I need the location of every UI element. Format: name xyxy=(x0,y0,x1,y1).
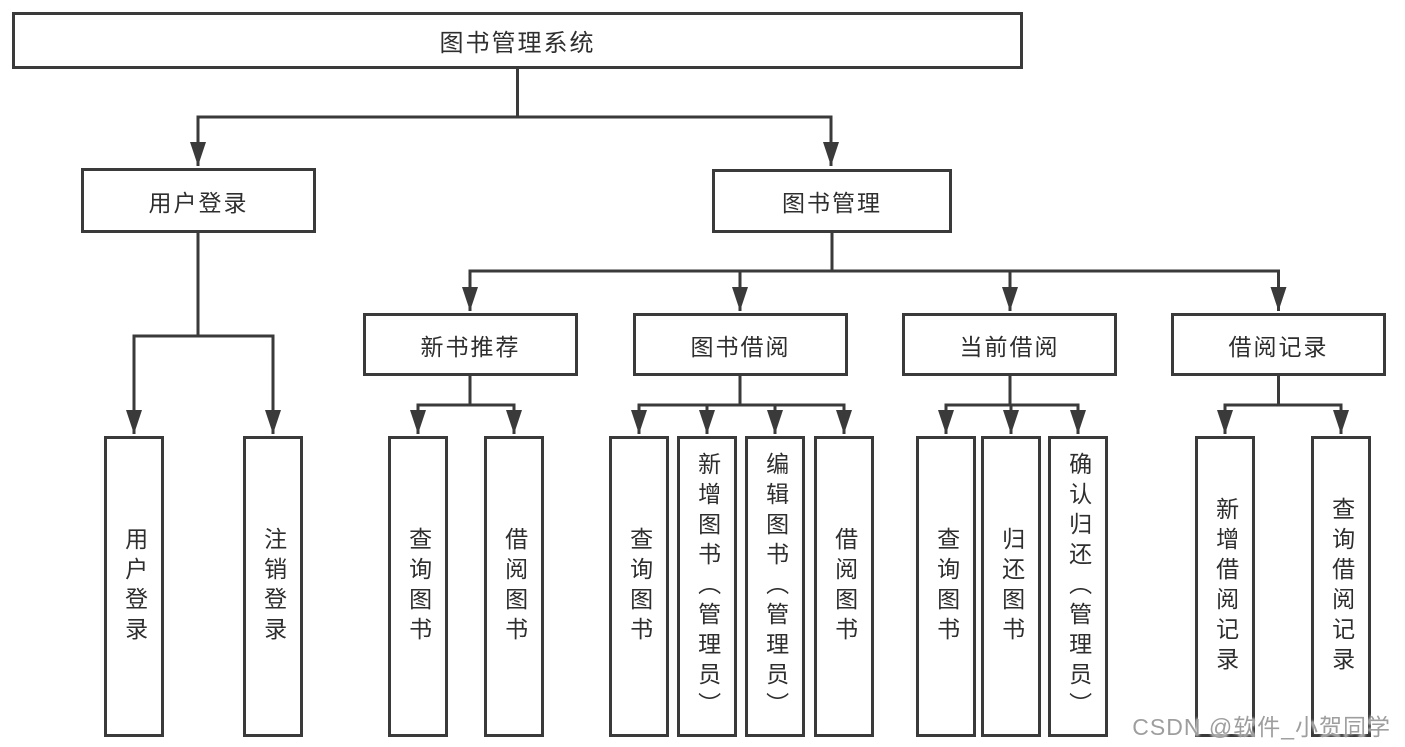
leaf-bb-query-book-label: 查询图书 xyxy=(626,526,653,647)
node-current-borrow: 当前借阅 xyxy=(902,313,1117,376)
leaf-cb-confirm-return-admin: 确认归还（管理员） xyxy=(1048,436,1108,737)
leaf-nbr-query-book: 查询图书 xyxy=(388,436,448,737)
leaf-user-login-label: 用户登录 xyxy=(121,526,148,647)
leaf-bb-borrow-book-label: 借阅图书 xyxy=(831,526,858,647)
leaf-bb-edit-book-admin-label: 编辑图书（管理员） xyxy=(762,451,789,722)
leaf-bb-edit-book-admin: 编辑图书（管理员） xyxy=(745,436,805,737)
leaf-nbr-query-book-label: 查询图书 xyxy=(405,526,432,647)
leaf-cb-confirm-return-admin-label: 确认归还（管理员） xyxy=(1065,451,1092,722)
node-root-system: 图书管理系统 xyxy=(12,12,1023,69)
node-book-borrow-label: 图书借阅 xyxy=(690,333,791,360)
leaf-logout: 注销登录 xyxy=(243,436,303,737)
node-borrow-record-label: 借阅记录 xyxy=(1228,333,1329,360)
node-borrow-record: 借阅记录 xyxy=(1171,313,1386,376)
node-new-book-recommend-label: 新书推荐 xyxy=(420,333,521,360)
leaf-nbr-borrow-book-label: 借阅图书 xyxy=(501,526,528,647)
node-user-login-label: 用户登录 xyxy=(148,189,249,216)
node-current-borrow-label: 当前借阅 xyxy=(959,333,1060,360)
leaf-br-query-record-label: 查询借阅记录 xyxy=(1328,496,1355,677)
leaf-bb-add-book-admin: 新增图书（管理员） xyxy=(677,436,737,737)
leaf-bb-borrow-book: 借阅图书 xyxy=(814,436,874,737)
leaf-cb-return-book: 归还图书 xyxy=(981,436,1041,737)
leaf-br-add-record: 新增借阅记录 xyxy=(1195,436,1255,737)
leaf-bb-add-book-admin-label: 新增图书（管理员） xyxy=(694,451,721,722)
node-new-book-recommend: 新书推荐 xyxy=(363,313,578,376)
leaf-cb-query-book: 查询图书 xyxy=(916,436,976,737)
node-book-management-label: 图书管理 xyxy=(782,190,882,216)
leaf-user-login: 用户登录 xyxy=(104,436,164,737)
csdn-watermark: CSDN @软件_小贺同学 xyxy=(1132,714,1391,740)
leaf-nbr-borrow-book: 借阅图书 xyxy=(484,436,544,737)
leaf-logout-label: 注销登录 xyxy=(260,526,287,647)
node-book-borrow: 图书借阅 xyxy=(633,313,848,376)
leaf-br-add-record-label: 新增借阅记录 xyxy=(1212,496,1239,677)
node-user-login: 用户登录 xyxy=(81,168,316,233)
leaf-cb-return-book-label: 归还图书 xyxy=(998,526,1025,647)
node-book-management: 图书管理 xyxy=(712,169,952,233)
leaf-bb-query-book: 查询图书 xyxy=(609,436,669,737)
leaf-br-query-record: 查询借阅记录 xyxy=(1311,436,1371,737)
leaf-cb-query-book-label: 查询图书 xyxy=(933,526,960,647)
node-root-system-label: 图书管理系统 xyxy=(439,30,596,57)
